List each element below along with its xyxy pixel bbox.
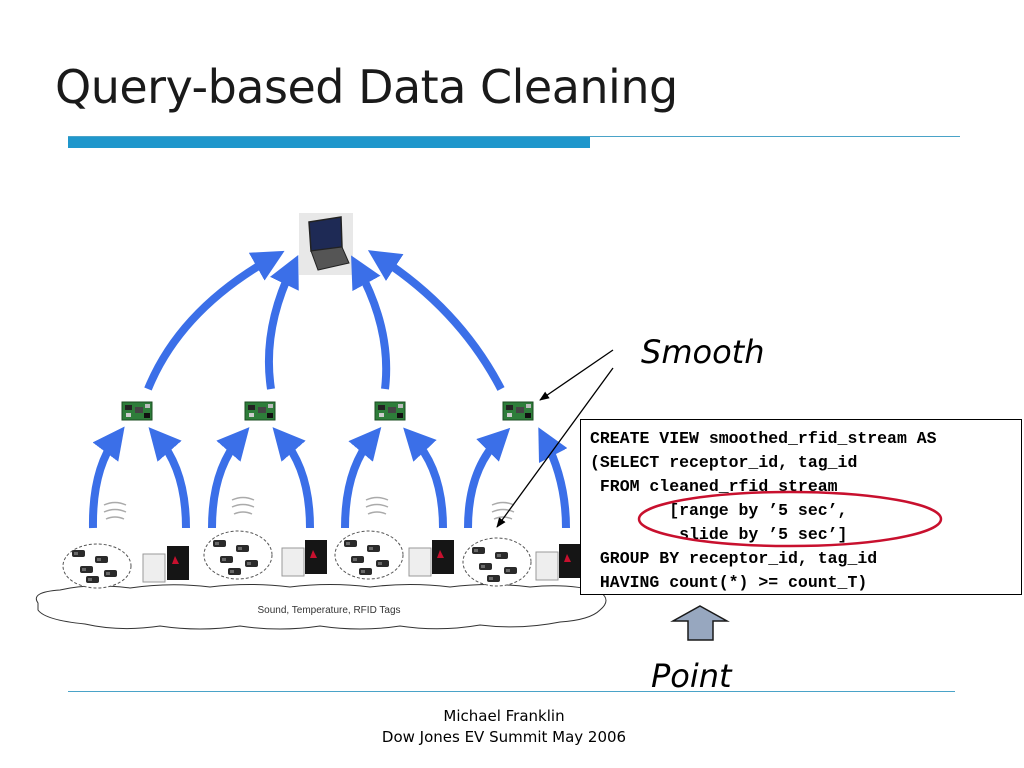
up-arrow-icon [670, 605, 730, 641]
cloud-label: Sound, Temperature, RFID Tags [257, 605, 400, 616]
code-line: CREATE VIEW smoothed_rfid_stream AS [590, 429, 937, 448]
smooth-pointer-arrows [496, 349, 614, 528]
sensor-group [62, 543, 189, 589]
footer-rule [68, 691, 955, 692]
flow-arrow [208, 427, 250, 529]
lower-flow-arrows [88, 426, 570, 529]
code-line: GROUP BY receptor_id, tag_id [590, 549, 878, 568]
code-line: [range by ’5 sec’, [590, 501, 848, 520]
title-accent-bar [68, 137, 590, 148]
pointer-arrow [539, 349, 614, 401]
sql-code-box: CREATE VIEW smoothed_rfid_stream AS (SEL… [580, 419, 1022, 595]
processing-board-icon [374, 401, 406, 421]
flow-arrow [403, 427, 447, 529]
flow-arrow [144, 250, 285, 391]
code-line: (SELECT receptor_id, tag_id [590, 453, 858, 472]
footer-event: Dow Jones EV Summit May 2006 [381, 728, 627, 746]
processing-board-icon [121, 401, 153, 421]
smooth-label: Smooth [641, 333, 765, 371]
processing-board-icon [502, 401, 534, 421]
code-line: slide by ’5 sec’] [590, 525, 848, 544]
flow-arrow [464, 427, 511, 529]
title-rule [68, 136, 960, 137]
footer: Michael Franklin Dow Jones EV Summit May… [304, 706, 704, 748]
laptop-icon [299, 213, 353, 275]
code-line: HAVING count(*) >= count_T) [590, 573, 868, 592]
flow-arrow [538, 427, 570, 529]
flow-arrow [264, 255, 299, 390]
flow-arrow [88, 426, 125, 529]
sensor-field-cloud [35, 584, 607, 630]
pointer-arrow [496, 367, 614, 528]
sensor-group [334, 530, 454, 580]
sensor-group [203, 530, 327, 580]
flow-arrow [272, 427, 314, 529]
point-label: Point [651, 657, 732, 695]
slide-title: Query-based Data Cleaning [55, 60, 678, 114]
wireless-signal-icons [103, 496, 515, 520]
flow-arrow [341, 426, 382, 529]
processing-board-icon [244, 401, 276, 421]
flow-arrow [367, 250, 505, 391]
flow-arrow [148, 427, 190, 529]
flow-arrow [351, 255, 391, 390]
footer-author: Michael Franklin [443, 707, 565, 725]
code-line: FROM cleaned_rfid_stream [590, 477, 838, 496]
sensor-group [462, 537, 581, 587]
upper-flow-arrows [144, 250, 505, 391]
